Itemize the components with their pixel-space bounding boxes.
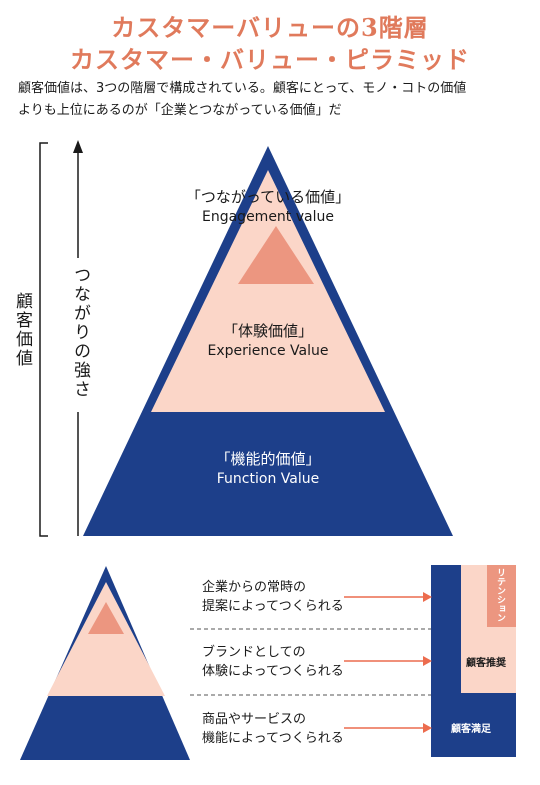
connector-arrow-3-icon — [423, 723, 432, 733]
function-label-jp: 「機能的価値」 — [215, 450, 321, 468]
legend-row-2-line-2: 体験によってつくられる — [202, 664, 344, 679]
engagement-label-jp: 「つながっている価値」 — [185, 188, 351, 206]
connector-arrow-1-icon — [423, 592, 432, 602]
intro-line-2: よりも上位にあるのが「企業とつながっている価値」だ — [18, 103, 342, 118]
function-label-en: Function Value — [216, 471, 320, 487]
connection-strength-label: つながりの強さ — [70, 266, 90, 399]
legend-row-function: 商品やサービスの 機能によってつくられる — [202, 710, 344, 748]
customer-value-bracket — [39, 142, 48, 537]
small-pyramid-experience — [47, 582, 165, 696]
legend-row-1-line-1: 企業からの常時の — [202, 580, 307, 595]
connector-arrow-2-icon — [423, 656, 432, 666]
engagement-label: 「つながっている価値」 Engagement value — [178, 187, 358, 227]
title-line-1: カスタマーバリューの3階層 — [111, 13, 429, 42]
engagement-label-en: Engagement value — [202, 209, 334, 225]
experience-label-en: Experience Value — [207, 343, 329, 359]
intro-line-1: 顧客価値は、3つの階層で構成されている。顧客にとって、モノ・コトの価値 — [18, 81, 467, 96]
title-line-2: カスタマー・バリュー・ピラミッド — [70, 45, 470, 74]
legend-row-engagement: 企業からの常時の 提案によってつくられる — [202, 578, 344, 616]
legend-row-experience: ブランドとしての 体験によってつくられる — [202, 643, 344, 681]
experience-label-jp: 「体験価値」 — [222, 322, 313, 340]
retention-label: リテンション — [495, 568, 505, 622]
satisfaction-label: 顧客満足 — [451, 724, 491, 735]
recommend-label: 顧客推奨 — [466, 658, 506, 669]
arrow-up-icon — [73, 140, 83, 153]
experience-label: 「体験価値」 Experience Value — [168, 321, 368, 361]
function-label: 「機能的価値」 Function Value — [168, 449, 368, 489]
legend-row-3-line-1: 商品やサービスの — [202, 712, 307, 727]
legend-row-3-line-2: 機能によってつくられる — [202, 731, 344, 746]
pyramid-experience-layer — [151, 170, 385, 412]
customer-value-label: 顧客価値 — [12, 292, 32, 368]
legend-row-1-line-2: 提案によってつくられる — [202, 599, 344, 614]
small-pyramid-engagement — [88, 602, 124, 634]
intro-text: 顧客価値は、3つの階層で構成されている。顧客にとって、モノ・コトの価値 よりも上… — [18, 78, 528, 122]
pyramid-engagement-layer — [238, 226, 314, 284]
legend-row-2-line-1: ブランドとしての — [202, 645, 306, 660]
bar-retention-area — [487, 565, 516, 627]
